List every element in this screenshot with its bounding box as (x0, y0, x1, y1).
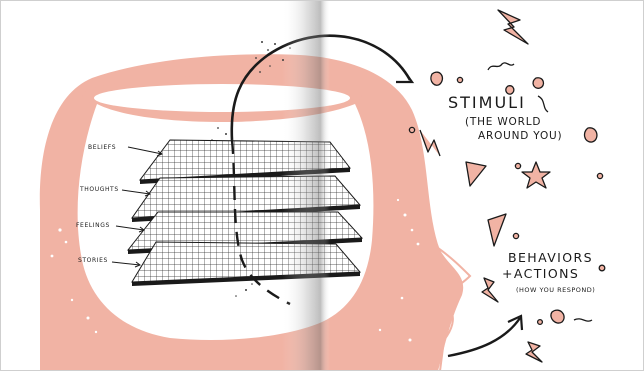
behaviors-arrow (448, 318, 520, 356)
star-icon (522, 162, 550, 188)
blob-icon (551, 310, 564, 323)
squiggle-icon (538, 96, 548, 112)
blob-icon (533, 78, 543, 89)
layer-label-beliefs: BELIEFS (88, 144, 116, 151)
lightning-bolt-icon (482, 278, 498, 302)
behaviors-subtitle: (HOW YOU RESPOND) (516, 286, 595, 294)
lightning-bolt-icon (498, 10, 528, 44)
lightning-bolt-icon (526, 342, 542, 362)
dot-icon (515, 163, 520, 168)
blob-icon (431, 72, 443, 85)
dot-icon (409, 127, 414, 132)
behaviors-title-line1: BEHAVIORS (508, 250, 593, 265)
dot-icon (457, 77, 462, 82)
stimuli-title: STIMULI (448, 93, 526, 112)
book-gutter-shadow (282, 0, 330, 371)
layer-label-feelings: FEELINGS (76, 222, 110, 229)
dot-icon (538, 320, 543, 325)
squiggle-icon (574, 319, 592, 321)
stimuli-subtitle-line1: (THE WORLD (465, 116, 541, 128)
dot-icon (597, 173, 602, 178)
layer-label-stories: STORIES (78, 257, 108, 264)
stimuli-arrowhead (396, 68, 412, 82)
blob-icon (506, 86, 514, 94)
squiggle-icon (488, 63, 514, 70)
stimuli-subtitle-line2: AROUND YOU) (478, 130, 562, 142)
triangle-icon (488, 214, 506, 246)
dot-icon (513, 233, 518, 238)
layer-label-thoughts: THOUGHTS (79, 186, 119, 193)
triangle-icon (466, 162, 486, 186)
blob-icon (585, 128, 597, 142)
behaviors-title-line2: +ACTIONS (502, 266, 579, 281)
dot-icon (599, 265, 605, 271)
